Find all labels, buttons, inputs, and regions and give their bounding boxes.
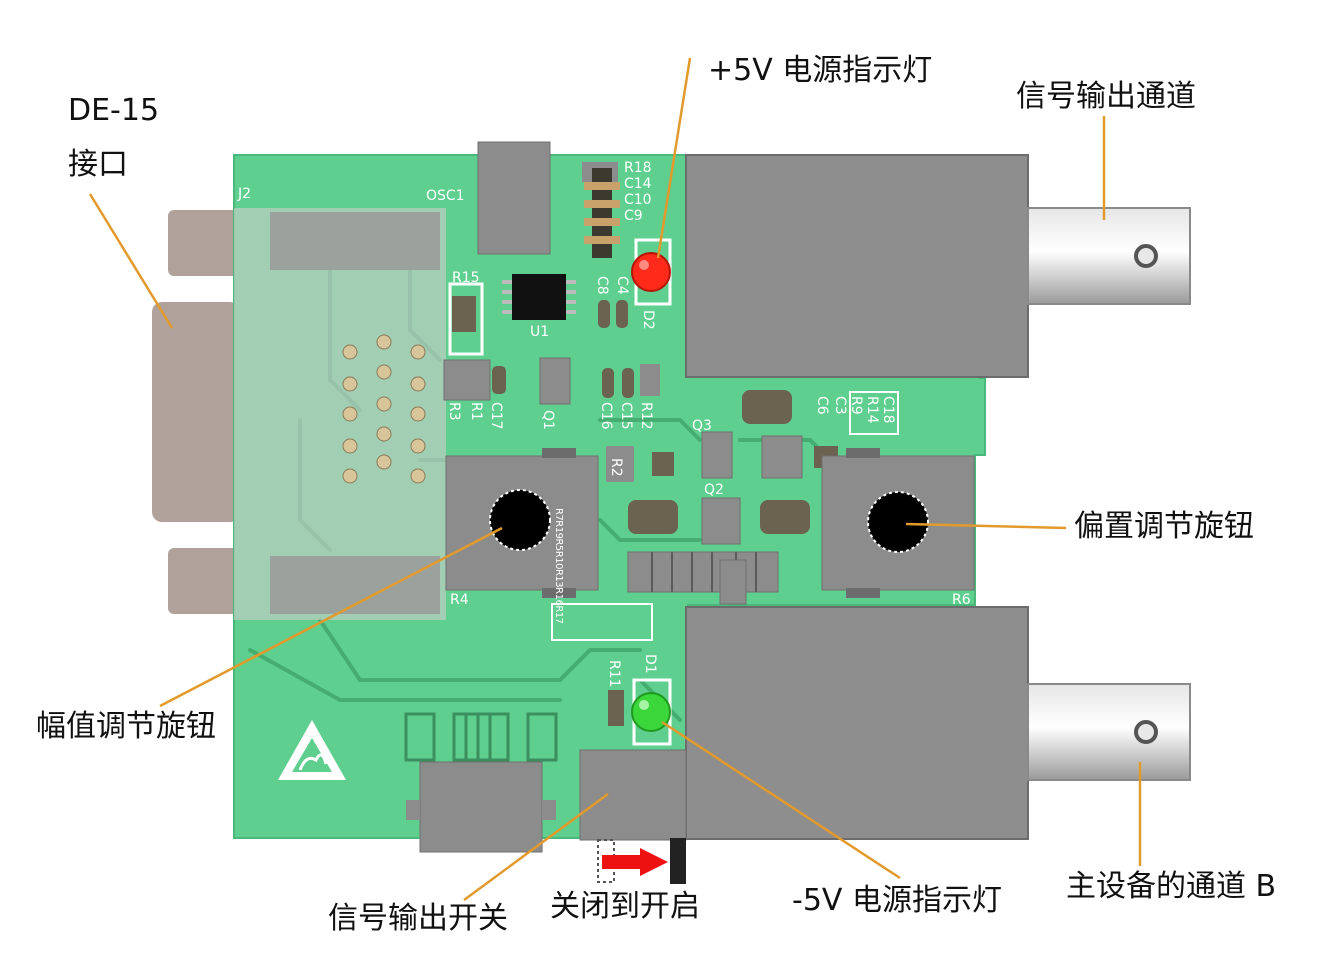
- silk-r9: R9: [848, 396, 864, 415]
- silk-c18: C18: [880, 396, 896, 424]
- label-off-to-on: 关闭到开启: [550, 889, 700, 924]
- label-de15-line2: 接口: [68, 147, 128, 182]
- resistor-row: [627, 551, 779, 605]
- silk-q1: Q1: [540, 410, 556, 430]
- bnc-connector-bottom: [685, 606, 1191, 840]
- osc1-component: [477, 141, 551, 255]
- q3-component: [701, 431, 733, 479]
- label-offset-knob: 偏置调节旋钮: [1074, 509, 1254, 544]
- slide-switch: [579, 749, 687, 884]
- silk-d2: D2: [640, 310, 656, 330]
- label-neg5v-led: -5V 电源指示灯: [792, 883, 1002, 918]
- silk-c6: C6: [814, 396, 830, 415]
- label-de15-line1: DE-15: [68, 93, 160, 128]
- label-signal-out-switch: 信号输出开关: [328, 901, 508, 936]
- red-led: [631, 252, 671, 292]
- silk-r6: R6: [952, 592, 971, 608]
- capacitor-stack: [582, 162, 620, 258]
- esd-warning-icon: [278, 720, 346, 780]
- silk-q3: Q3: [692, 418, 712, 434]
- silk-d1: D1: [642, 654, 658, 674]
- silk-c15: C15: [618, 402, 634, 430]
- silk-c14: C14: [624, 176, 652, 192]
- silk-j2: J2: [237, 186, 251, 202]
- silk-r11: R11: [606, 660, 622, 688]
- u1-chip: [502, 274, 576, 320]
- de15-pins: [342, 334, 426, 484]
- label-channel-b: 主设备的通道 B: [1066, 869, 1277, 904]
- label-amplitude-knob: 幅值调节旋钮: [36, 709, 216, 744]
- silk-r14: R14: [864, 396, 880, 424]
- silk-c8: C8: [594, 276, 610, 295]
- silk-r-column: R7R19R5R10R13R16R17: [553, 508, 564, 624]
- silk-r1: R1: [468, 402, 484, 421]
- silk-c4: C4: [614, 276, 630, 295]
- label-signal-out-channel: 信号输出通道: [1016, 79, 1196, 114]
- silk-c17: C17: [488, 402, 504, 430]
- silk-u1: U1: [530, 324, 549, 340]
- label-pos5v-led: +5V 电源指示灯: [708, 53, 933, 88]
- silk-q2: Q2: [704, 482, 724, 498]
- silk-c3: C3: [832, 396, 848, 415]
- silk-r4: R4: [450, 592, 469, 608]
- de15-connector: [152, 210, 240, 614]
- r6-potentiometer: [821, 448, 975, 598]
- silk-r3: R3: [446, 402, 462, 421]
- silk-r18: R18: [624, 160, 652, 176]
- q2-component: [701, 497, 741, 545]
- silk-r15: R15: [452, 270, 480, 286]
- r15-resistor: [452, 296, 476, 332]
- callout-lines: [88, 57, 1142, 902]
- direction-arrow: [602, 848, 668, 876]
- bnc-connector-top: [685, 154, 1191, 378]
- silk-c10: C10: [624, 192, 652, 208]
- silk-osc1: OSC1: [426, 188, 465, 204]
- r3-component: [443, 359, 491, 401]
- silk-r2: R2: [608, 458, 624, 477]
- silk-c9: C9: [624, 208, 643, 224]
- silk-r12: R12: [638, 402, 654, 430]
- green-led: [631, 692, 671, 732]
- bottom-connector: [404, 712, 558, 853]
- silk-c16: C16: [598, 402, 614, 430]
- r4-potentiometer: [445, 448, 599, 598]
- q1-component: [539, 357, 571, 405]
